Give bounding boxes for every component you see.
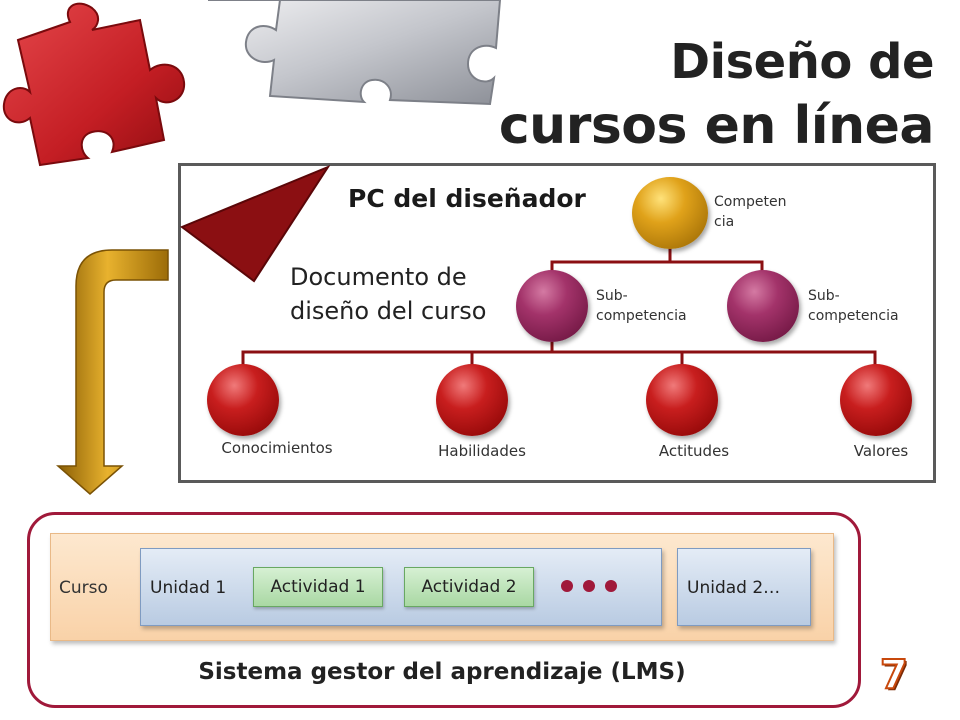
slide-title-line-1: Diseño de	[670, 34, 934, 90]
pc-title: PC del diseñador	[348, 184, 586, 213]
ellipsis-dot	[583, 580, 595, 592]
sub-competency-node-right	[727, 270, 799, 342]
competency-label-line-2: cia	[714, 214, 735, 230]
unit-1-label: Unidad 1	[150, 578, 227, 598]
sub-competency-label-left: Sub- competencia	[596, 286, 687, 326]
unit-2-box	[677, 548, 811, 626]
competency-node	[632, 177, 708, 249]
design-document-title: Documento de diseño del curso	[290, 260, 486, 328]
unit-1-box	[140, 548, 662, 626]
ellipsis-dot	[561, 580, 573, 592]
ellipsis-icon	[561, 576, 621, 596]
competency-label: Competen cia	[714, 192, 786, 232]
sub-competency-left-line-2: competencia	[596, 308, 687, 324]
design-document-title-line-1: Documento de	[290, 263, 467, 291]
sub-competency-left-line-1: Sub-	[596, 288, 628, 304]
knowledge-node	[207, 364, 279, 436]
activity-1-box: Actividad 1	[253, 567, 383, 607]
attitudes-node	[646, 364, 718, 436]
unit-2-label: Unidad 2…	[687, 578, 781, 598]
competency-label-line-1: Competen	[714, 194, 787, 210]
knowledge-label: Conocimientos	[221, 439, 333, 457]
sub-competency-node-left	[516, 270, 588, 342]
values-node	[840, 364, 912, 436]
sub-competency-right-line-1: Sub-	[808, 288, 840, 304]
design-document-title-line-2: diseño del curso	[290, 297, 487, 325]
activity-2-box: Actividad 2	[404, 567, 534, 607]
values-label: Valores	[853, 442, 909, 460]
skills-node	[436, 364, 508, 436]
slide-title-line-2: cursos en línea	[498, 96, 935, 156]
sub-competency-right-line-2: competencia	[808, 308, 899, 324]
slide-number: 7	[879, 651, 909, 699]
ellipsis-dot	[605, 580, 617, 592]
course-label: Curso	[59, 578, 108, 598]
sub-competency-label-right: Sub- competencia	[808, 286, 899, 326]
red-puzzle-piece-icon	[2, 2, 186, 167]
skills-label: Habilidades	[438, 442, 526, 460]
down-arrow-icon	[56, 249, 169, 495]
attitudes-label: Actitudes	[658, 442, 730, 460]
silver-puzzle-piece-icon	[208, 0, 502, 106]
lms-title: Sistema gestor del aprendizaje (LMS)	[198, 659, 686, 685]
pc-corner-triangle-icon	[180, 165, 330, 283]
